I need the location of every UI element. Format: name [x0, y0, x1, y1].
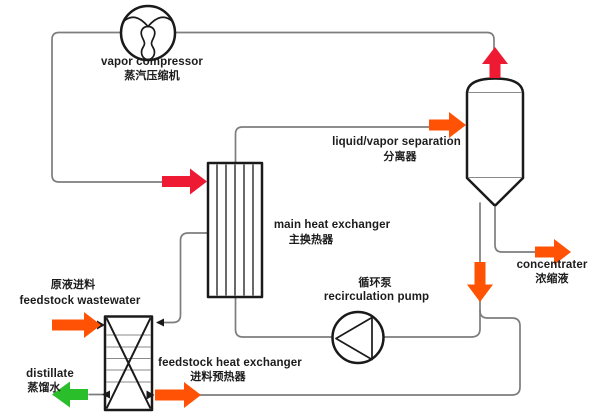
- label-feed-hx-zh: 进料预热器: [190, 371, 246, 383]
- separation-vessel-icon: [465, 77, 525, 207]
- feed-hx-cross: [105, 317, 152, 409]
- label-concentrate-zh: 浓缩液: [535, 273, 569, 285]
- arrow-vapor-up-from-vessel: [482, 47, 508, 78]
- arrow-vessel-bottoms-down: [467, 262, 493, 302]
- vapor-compressor-icon: [119, 4, 177, 62]
- label-vapor-compressor-en: vapor compressor: [101, 56, 203, 68]
- label-feed-en: feedstock wastewater: [19, 295, 141, 307]
- vessel-body: [465, 77, 525, 207]
- label-feed-zh: 原液进料: [50, 279, 96, 291]
- arrow-distillate-out: [52, 381, 88, 408]
- pump-body: [331, 310, 385, 365]
- pipe-hx-to-separator: [234, 126, 432, 164]
- label-distillate-zh: 蒸馏水: [27, 382, 61, 394]
- label-vapor-compressor-zh: 蒸汽压缩机: [124, 70, 180, 82]
- pipe-concentrate-out: [494, 205, 538, 253]
- arrow-hot-vapor-into-hx: [162, 168, 207, 195]
- compressor-rotor: [140, 25, 156, 61]
- label-main-hx-zh: 主换热器: [288, 234, 334, 246]
- arrow-feedstock-in: [52, 312, 101, 338]
- label-separation-en: liquid/vapor separation: [332, 136, 461, 148]
- pipe-feed-return: [198, 309, 521, 396]
- label-pump-zh: 循环泵: [358, 277, 392, 289]
- label-feed-hx-en: feedstock heat exchanger: [158, 357, 302, 369]
- label-main-hx-en: main heat exchanger: [273, 219, 391, 231]
- label-concentrate-en: concentrater: [516, 259, 588, 271]
- main-heat-exchanger-icon: [206, 161, 264, 299]
- label-distillate-en: distillate: [26, 368, 74, 380]
- recirculation-pump-icon: [331, 310, 385, 365]
- pipe-distillate-down: [157, 232, 209, 324]
- feedstock-heat-exchanger-icon: [97, 315, 164, 412]
- arrow-mixture-into-vessel: [429, 112, 466, 138]
- compressor-body: [119, 4, 177, 62]
- arrow-preheated-feed-out: [155, 382, 201, 408]
- main-hx-tubes: [216, 164, 254, 296]
- label-pump-en: recirculation pump: [323, 291, 430, 303]
- pipe-compressor-loop: [51, 31, 495, 183]
- feed-hx-port-markers: [97, 318, 164, 400]
- arrow-concentrate-out: [535, 239, 571, 265]
- label-separation-zh: 分离器: [383, 151, 417, 163]
- feed-hx-plates: [106, 334, 151, 383]
- pump-impeller: [335, 316, 373, 361]
